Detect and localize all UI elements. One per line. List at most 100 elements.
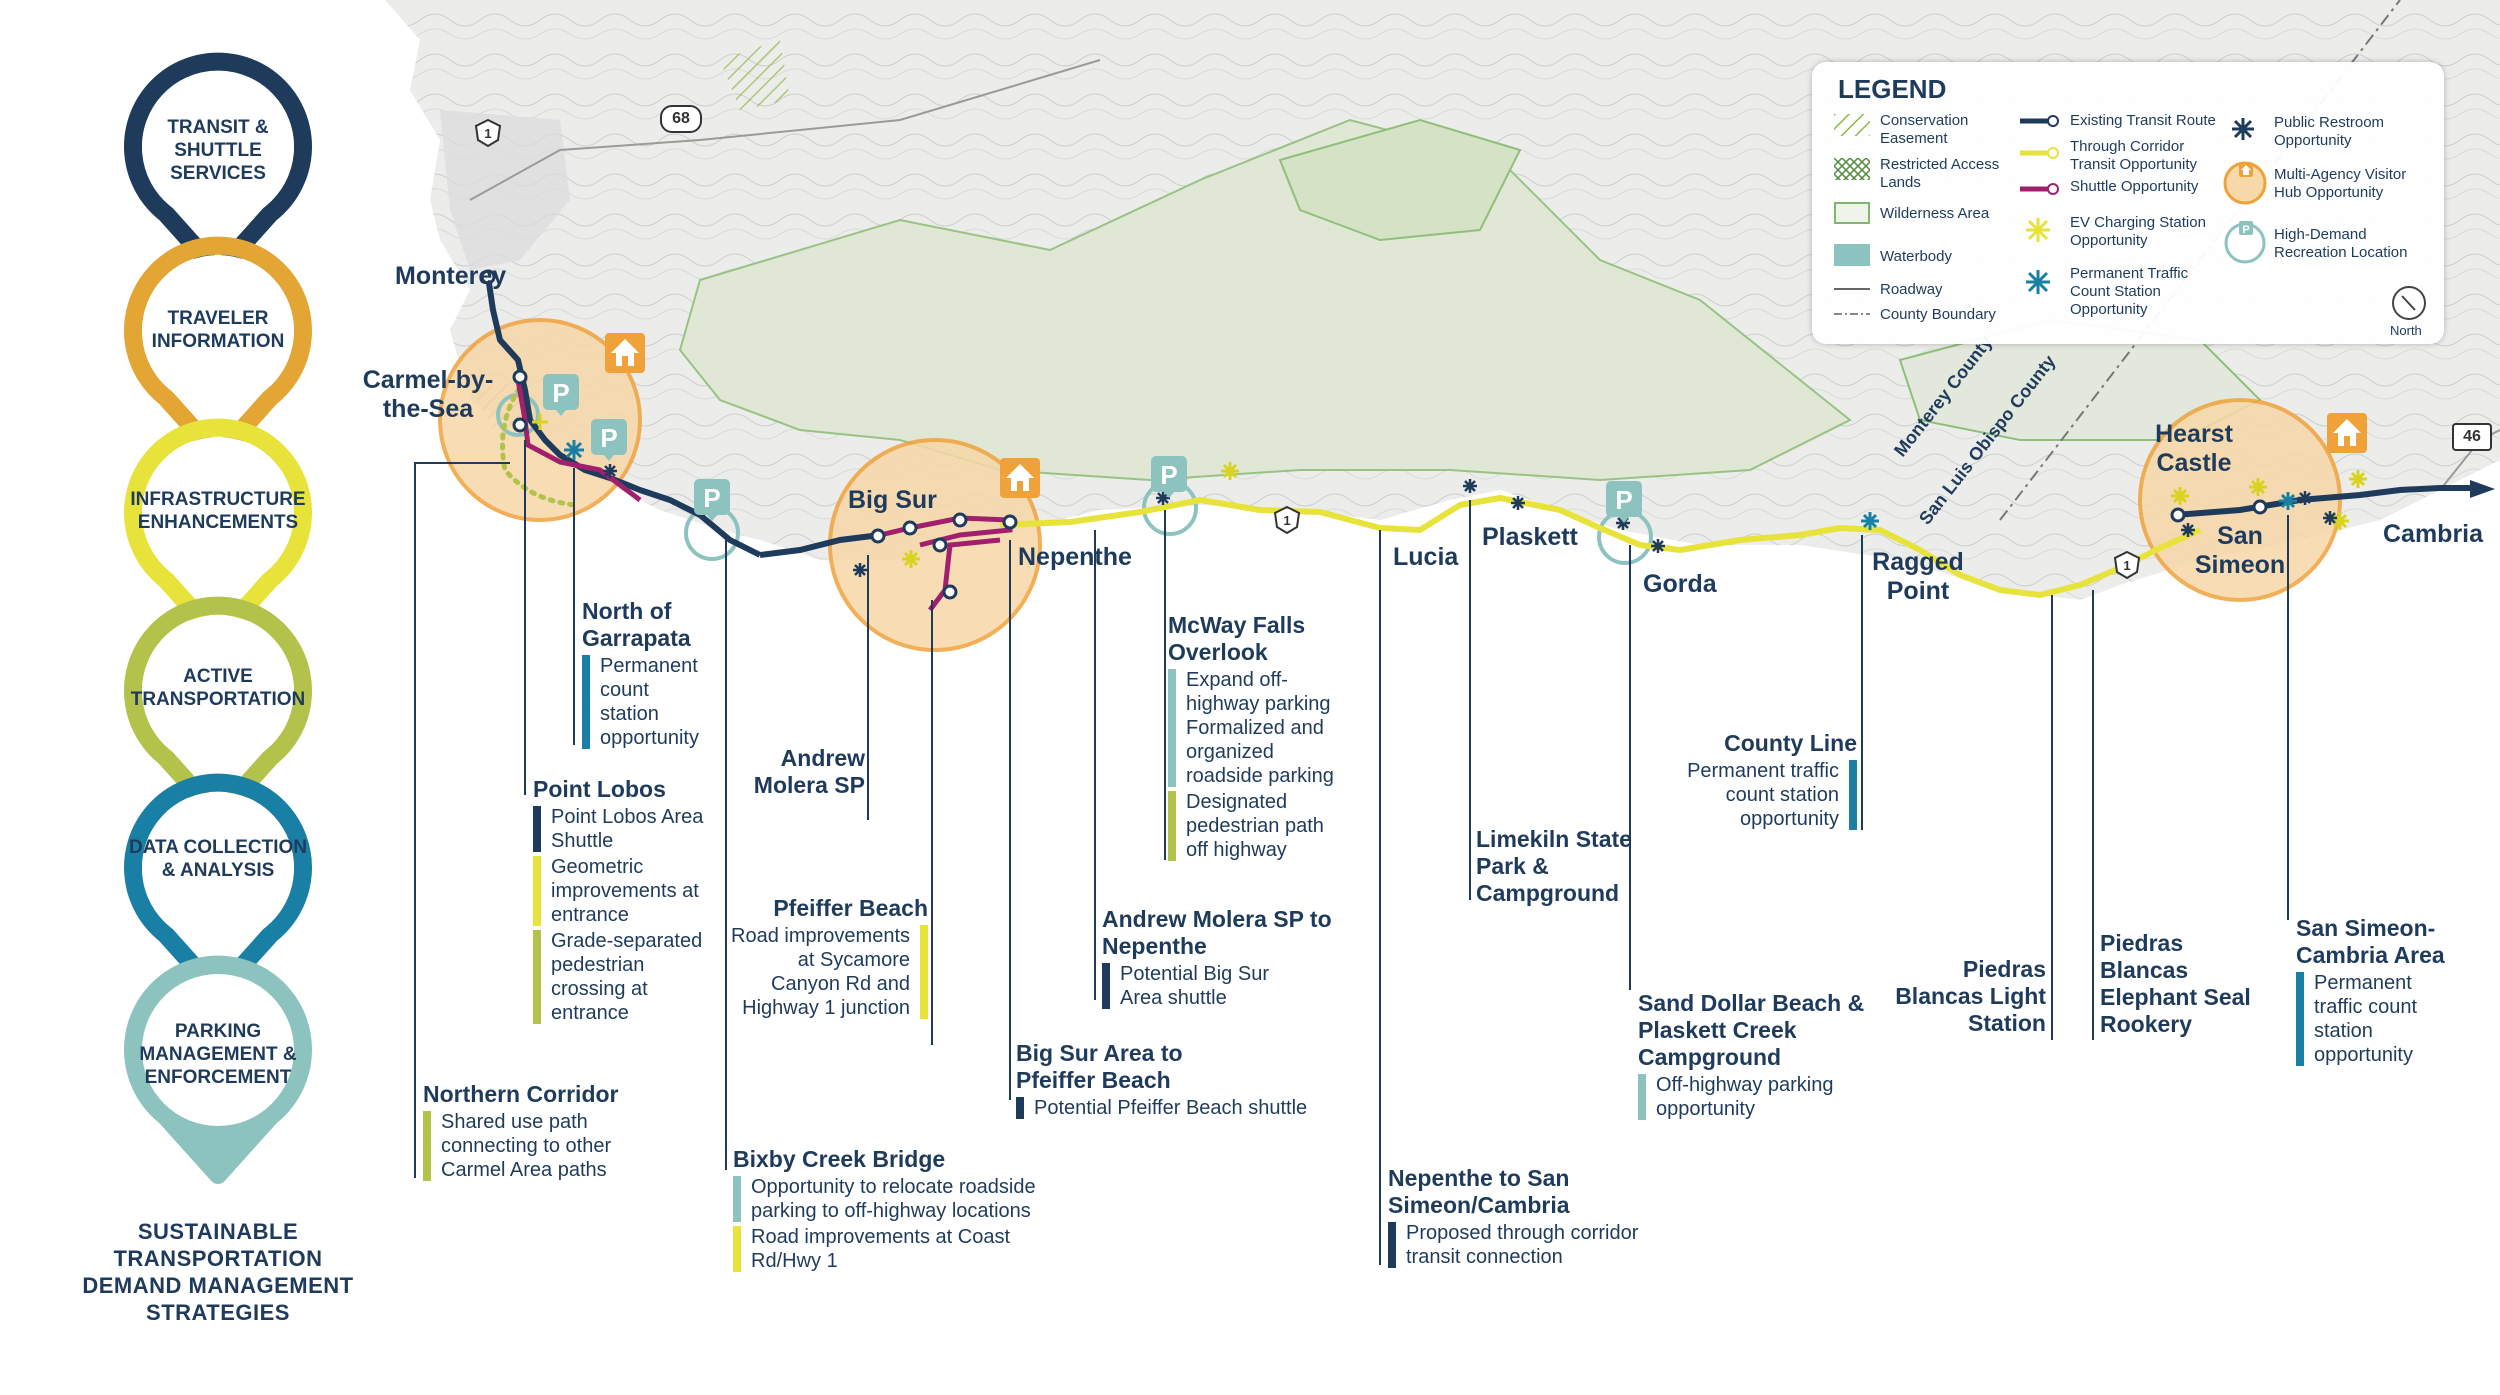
svg-text:P: P [703,483,720,513]
legend-transit-swatch [2020,115,2059,127]
legend-wilderness-swatch [1834,202,1870,224]
north-arrow-icon [2392,286,2426,320]
legend-conservation-swatch [1834,114,1870,136]
callout-mcway: McWay Falls Overlook Expand off-highway … [1168,612,1334,861]
legend-high-demand-icon: P [2224,221,2266,264]
existing-transit-bigsur[interactable] [759,532,881,558]
strategy-pin-transit [124,52,312,281]
legend-hub: Multi-Agency Visitor Hub Opportunity [2274,166,2407,201]
route-1-shield-text: 1 [484,126,491,141]
strategy-pin-inner-infrastructure [142,437,294,589]
legend-existing-transit: Existing Transit Route [2070,112,2216,129]
place-nepenthe: Nepenthe [1018,543,1132,571]
svg-text:P: P [2242,224,2249,236]
sansimeon-hub-circle[interactable] [2138,398,2342,602]
transit-stops [480,269,2268,600]
visitor-hub-icon-bigsur[interactable] [1000,458,1040,503]
route-46-shield: 46 [2452,423,2492,451]
strategy-pin-inner-transit [142,71,294,223]
legend-ev: EV Charging Station Opportunity [2070,214,2206,249]
svg-text:P: P [552,378,569,408]
callout-bigsur-pfeiffer: Big Sur Area to Pfeiffer Beach Potential… [1016,1040,1308,1119]
callout-limekiln: Limekiln State Park & Campground [1476,826,1632,906]
svg-text:P: P [1615,485,1632,515]
svg-text:1: 1 [2123,558,2130,573]
legend-restricted-swatch [1834,158,1870,180]
legend-waterbody: Waterbody [1880,248,1952,265]
parking-marker-carmel-2[interactable]: P [590,418,628,467]
place-lucia: Lucia [1393,543,1459,571]
legend-north: North [2390,323,2422,338]
strategy-label-transit: TRANSIT & SHUTTLE SERVICES [167,117,269,184]
strategy-pins [124,52,312,1184]
legend-restroom-icon [2232,118,2254,140]
strategy-label-active: ACTIVE TRANSPORTATION [130,666,306,710]
legend-through-corridor: Through Corridor Transit Opportunity [2070,138,2197,173]
callout-sansimeon-cambria: San Simeon-Cambria Area Permanent traffi… [2296,915,2445,1066]
strategy-label-data: DATA COLLECTION & ANALYSIS [128,837,307,881]
place-hearst-castle: Hearst Castle [2155,420,2233,477]
place-plaskett: Plaskett [1482,523,1578,551]
strategy-pin-inner-parking [142,974,294,1126]
callout-molera-nepenthe: Andrew Molera SP to Nepenthe Potential B… [1102,906,1332,1009]
place-monterey: Monterey [395,262,507,290]
parking-marker-sanddollar[interactable]: P [1605,480,1643,529]
callout-sand-dollar: Sand Dollar Beach & Plaskett Creek Campg… [1638,990,1865,1120]
callout-leader-lines [414,440,2289,1265]
parking-marker-bixby[interactable]: P [693,478,731,527]
place-gorda: Gorda [1643,570,1717,598]
place-big-sur: Big Sur [848,486,937,514]
svg-text:1: 1 [1283,513,1290,528]
existing-transit-north[interactable] [484,269,762,558]
strategy-pin-inner-traveler-info [142,255,294,407]
place-san-simeon: San Simeon [2194,522,2286,579]
pointlobos-recreation-circle[interactable] [496,393,540,437]
legend-wilderness: Wilderness Area [1880,205,1990,222]
route-1-shield-south: 1 [2112,550,2142,580]
callout-point-lobos: Point Lobos Point Lobos Area Shuttle Geo… [533,776,704,1024]
strategy-pin-infrastructure [124,418,312,647]
legend-hub-icon [2223,161,2267,205]
strategy-pin-inner-active [142,615,294,767]
footer-title: SUSTAINABLE TRANSPORTATION DEMAND MANAGE… [82,1219,354,1325]
callout-pfeiffer-beach: Pfeiffer Beach Road improvements at Syca… [731,895,928,1019]
visitor-hub-icon-carmel[interactable] [605,333,645,378]
strategy-label-infrastructure: INFRASTRUCTURE ENHANCEMENTS [130,489,306,533]
legend-corridor-swatch [2020,147,2059,159]
route-1-shield-lucia: 1 [1272,505,1302,535]
legend-roadway-swatch [1834,288,1870,290]
callout-andrew-molera: Andrew Molera SP [753,745,865,798]
existing-transit-south[interactable] [2174,485,2480,518]
strategy-label-traveler-info: TRAVELER INFORMATION [151,308,285,352]
active-transportation-path[interactable] [500,377,578,508]
strategy-pin-traveler-info [124,236,312,465]
legend-ev-icon [2026,218,2050,242]
route-68-shield: 68 [660,105,702,133]
strategy-pin-active [124,596,312,825]
legend-panel: LEGEND Conservation Easement Restricted … [1812,62,2444,344]
place-carmel: Carmel-by-the-Sea [362,366,494,423]
legend-count-station: Permanent Traffic Count Station Opportun… [2070,265,2189,318]
legend-county-boundary: County Boundary [1880,306,1996,323]
callout-bixby: Bixby Creek Bridge Opportunity to reloca… [733,1146,1036,1272]
transit-arrow-icon [2470,480,2495,498]
callout-piedras-seal: Piedras Blancas Elephant Seal Rookery [2100,930,2251,1037]
callout-nepenthe-sansimeon: Nepenthe to San Simeon/Cambria Proposed … [1388,1165,1639,1268]
parking-marker-mcway[interactable]: P [1150,455,1188,504]
parking-marker-carmel-1[interactable]: P [542,373,580,422]
strategy-label-parking: PARKING MANAGEMENT & ENFORCEMENT [139,1021,297,1088]
legend-conservation: Conservation Easement [1880,112,1969,147]
visitor-hub-icon-sansimeon[interactable] [2327,413,2367,458]
callout-piedras-light: Piedras Blancas Light Station [1895,956,2046,1036]
place-cambria: Cambria [2383,520,2484,548]
shuttle-pfeiffer[interactable] [928,537,1001,612]
callout-garrapata-item: Permanent count station opportunity [582,654,710,750]
legend-restricted: Restricted Access Lands [1880,156,2000,191]
place-ragged-point: Ragged Point [1872,548,1964,605]
strategy-pin-data [124,773,312,1002]
legend-shuttle: Shuttle Opportunity [2070,178,2199,195]
callout-northern-corridor: Northern Corridor Shared use path connec… [423,1081,619,1181]
strategy-pin-inner-data [142,792,294,944]
